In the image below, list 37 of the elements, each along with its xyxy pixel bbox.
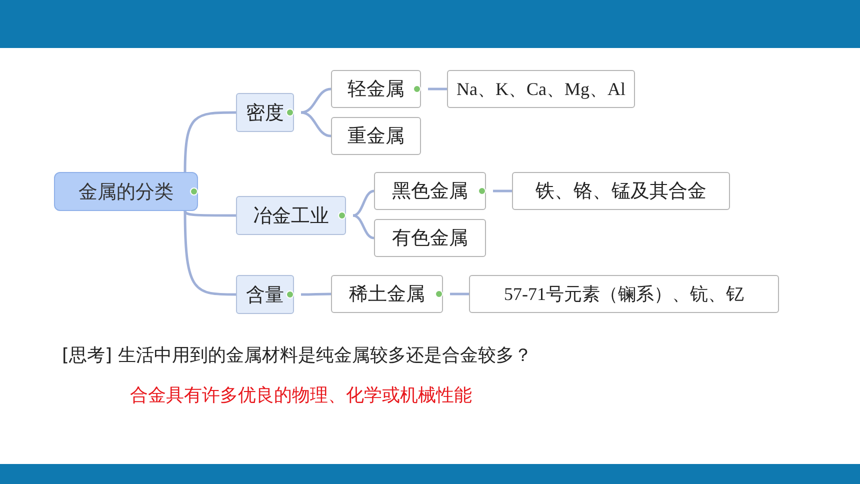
subtopic-box [374,172,486,210]
node-text: 57-71号元素（镧系）、钪、钇 [504,283,744,306]
connector-line [184,210,236,217]
subtopic-box [331,117,421,155]
subtopic-box [331,275,443,313]
question-text: [思考] 生活中用到的金属材料是纯金属较多还是合金较多？ [62,344,532,367]
subtopic-box [331,70,421,108]
node-text: 密度 [246,100,284,126]
connector-line [184,111,236,172]
connector-line [493,190,512,192]
node-text: 轻金属 [348,77,404,102]
node-text: 黑色金属 [392,179,468,204]
connector-line [300,111,332,138]
connector-line [352,190,374,217]
subtopic-box [374,219,486,257]
connector-line [428,88,447,90]
connector-line [352,214,374,240]
root-topic-box [54,172,198,211]
topic-box [236,275,294,314]
node-text: 冶金工业 [253,204,329,228]
node-text: 稀土金属 [349,282,425,307]
node-text: 重金属 [348,124,404,149]
connector-line [301,292,331,296]
node-text: 金属的分类 [78,180,174,204]
subtopic-box [512,172,730,210]
node-text: 含量 [246,282,284,308]
topic-box [236,196,346,235]
topic-box [236,93,294,132]
subtopic-box [469,275,779,313]
answer-text: 合金具有许多优良的物理、化学或机械性能 [130,384,472,407]
node-text: Na、K、Ca、Mg、Al [456,78,626,101]
node-text: 有色金属 [392,226,468,251]
connector-line [450,292,469,296]
connector-line [300,88,332,114]
node-text: 铁、铬、锰及其合金 [536,179,706,204]
connector-line [184,210,236,296]
subtopic-box [447,70,635,108]
